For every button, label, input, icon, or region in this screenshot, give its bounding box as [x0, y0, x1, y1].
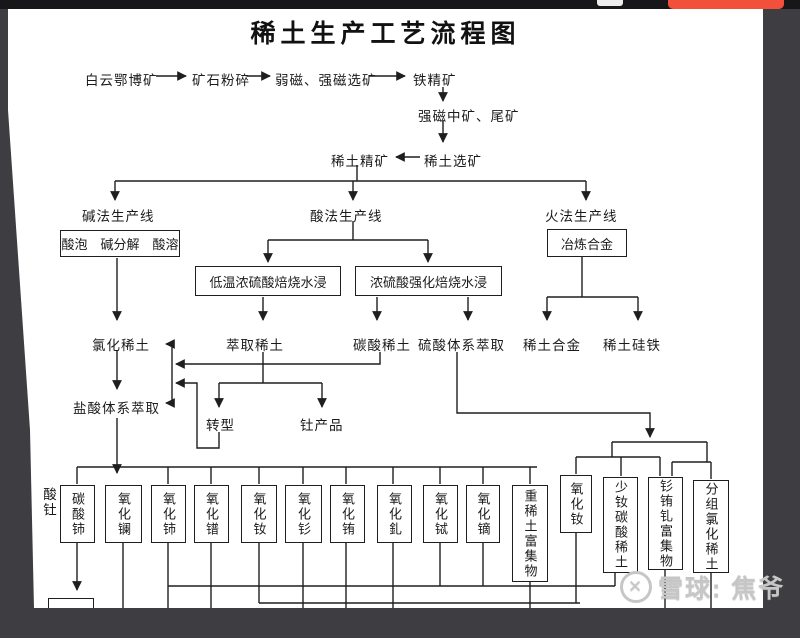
label-hcl-extraction: 盐酸体系萃取 [73, 401, 160, 416]
label-alkali-line: 碱法生产线 [82, 209, 155, 224]
xueqiu-logo-icon: ✕ [620, 571, 652, 603]
box-samarium-oxide: 氧化钐 [285, 485, 322, 543]
label-middlings-tailings: 强磁中矿、尾矿 [418, 109, 520, 124]
box-dysprosium-oxide: 氧化镝 [466, 485, 500, 543]
label-thorium-product: 钍产品 [300, 418, 344, 433]
box-grouped-re-chloride: 分组氯化稀土 [693, 480, 729, 573]
box-low-nd-carbonate: 少钕碳酸稀土 [603, 477, 638, 573]
label-acid-line: 酸法生产线 [310, 209, 383, 224]
label-re-carbonate: 碳酸稀土 [353, 338, 411, 353]
box-neodymium-oxide: 氧化钕 [241, 485, 277, 543]
flow-arrows [72, 71, 712, 608]
box-cerium-oxide: 氧化铈 [151, 485, 186, 543]
label-pyro-line: 火法生产线 [545, 209, 618, 224]
box-cerium-carbonate: 碳酸铈 [60, 485, 95, 543]
box-sm-eu-gd-concentrate: 钐铕钆富集物 [648, 477, 683, 570]
orange-action-button[interactable] [668, 0, 784, 9]
box-gadolinium-oxide: 氧化釓 [377, 485, 412, 543]
watermark-text: 雪球: 焦爷 [658, 575, 786, 603]
document-page: 稀土生产工艺流程图 [8, 8, 763, 608]
label-iron-concentrate: 铁精矿 [413, 73, 457, 88]
page-title: 稀土生产工艺流程图 [250, 21, 521, 48]
label-baiyun-ebo-mine: 白云鄂博矿 [85, 73, 158, 88]
label-thorium-acid-partial: 酸钍 [41, 487, 56, 518]
box-smelting-alloy: 冶炼合金 [547, 229, 627, 257]
box-strong-roast: 浓硫酸强化焙烧水浸 [355, 266, 502, 296]
label-ore-crushing: 矿石粉碎 [192, 73, 250, 88]
box-terbium-oxide: 氧化铽 [423, 485, 458, 543]
box-praseodymium-oxide: 氧化镨 [194, 485, 229, 543]
label-re-ferrosilicon: 稀土硅铁 [603, 338, 661, 353]
label-re-alloy: 稀土合金 [523, 338, 581, 353]
label-re-concentrate: 稀土精矿 [331, 154, 389, 169]
browser-top-bar [0, 0, 800, 9]
box-europium-oxide: 氧化铕 [330, 485, 365, 543]
tab-button[interactable] [597, 0, 623, 6]
label-re-extraction: 萃取稀土 [226, 338, 284, 353]
box-lowtemp-roast: 低温浓硫酸焙烧水浸 [195, 266, 341, 296]
label-re-chloride: 氯化稀土 [92, 338, 150, 353]
box-acid-soak-alkali: 酸泡 碱分解 酸溶 [60, 230, 180, 257]
box-neodymium-oxide-2: 氧化钕 [560, 475, 592, 533]
label-transformation: 转型 [206, 418, 235, 433]
box-lanthanum-oxide: 氧化镧 [105, 485, 142, 543]
label-re-beneficiation: 稀土选矿 [424, 154, 482, 169]
box-cutoff-box [48, 598, 94, 608]
box-heavy-re-concentrate: 重稀土富集物 [512, 485, 548, 582]
watermark: ✕ 雪球: 焦爷 [620, 569, 785, 605]
label-sulfate-extraction: 硫酸体系萃取 [418, 338, 505, 353]
label-magnetic-separation: 弱磁、强磁选矿 [275, 73, 377, 88]
